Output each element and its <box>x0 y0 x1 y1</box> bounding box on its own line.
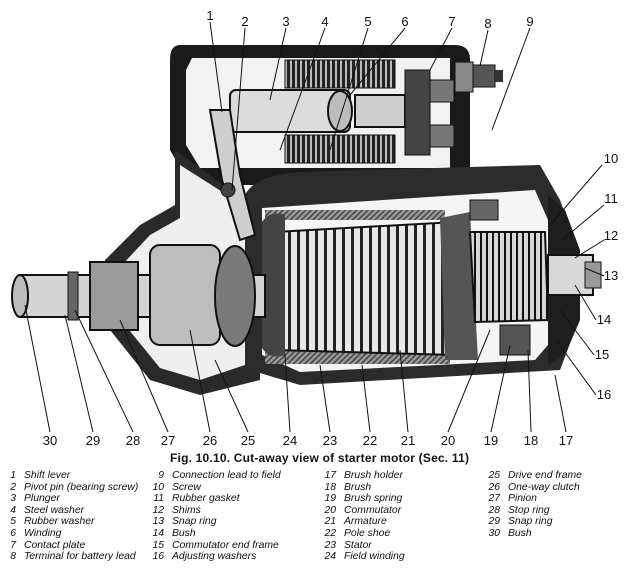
shift-lever <box>208 109 257 242</box>
callout-28: 28 <box>126 433 140 448</box>
battery-terminal <box>454 61 503 93</box>
callout-27: 27 <box>161 433 175 448</box>
callout-21: 21 <box>401 433 415 448</box>
callout-26: 26 <box>203 433 217 448</box>
callout-16: 16 <box>597 387 611 402</box>
callout-8: 8 <box>484 16 491 31</box>
callout-numbers: 1 2 3 4 5 6 7 8 9 10 11 12 13 14 15 16 1… <box>43 8 618 448</box>
callout-5: 5 <box>364 14 371 29</box>
callout-13: 13 <box>604 268 618 283</box>
callout-12: 12 <box>604 228 618 243</box>
shaft-and-pinion <box>11 244 266 347</box>
motor-body <box>245 165 575 385</box>
callout-20: 20 <box>441 433 455 448</box>
callout-11: 11 <box>604 191 618 206</box>
callout-25: 25 <box>241 433 255 448</box>
callout-30: 30 <box>43 433 57 448</box>
callout-6: 6 <box>401 14 408 29</box>
callout-4: 4 <box>321 14 328 29</box>
callout-2: 2 <box>241 14 248 29</box>
solenoid <box>170 45 470 185</box>
callout-3: 3 <box>282 14 289 29</box>
starter-motor-cutaway-drawing: 1 2 3 4 5 6 7 8 9 10 11 12 13 14 15 16 1… <box>11 8 618 448</box>
callout-10: 10 <box>604 151 618 166</box>
commutator-end-frame <box>547 195 602 365</box>
callout-17: 17 <box>559 433 573 448</box>
callout-15: 15 <box>595 347 609 362</box>
callout-18: 18 <box>524 433 538 448</box>
callout-24: 24 <box>283 433 297 448</box>
leader-lines <box>24 21 605 433</box>
callout-19: 19 <box>484 433 498 448</box>
callout-9: 9 <box>526 14 533 29</box>
callout-29: 29 <box>86 433 100 448</box>
callout-14: 14 <box>597 312 611 327</box>
callout-7: 7 <box>448 14 455 29</box>
figure-caption: Fig. 10.10. Cut-away view of starter mot… <box>170 451 470 465</box>
callout-22: 22 <box>363 433 377 448</box>
callout-1: 1 <box>206 8 213 23</box>
callout-23: 23 <box>323 433 337 448</box>
